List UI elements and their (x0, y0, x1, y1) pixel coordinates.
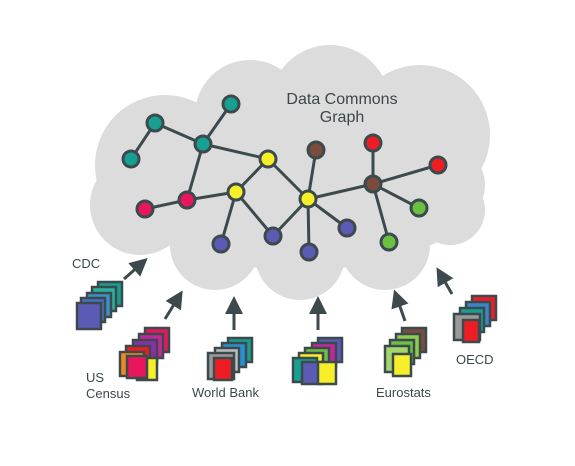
oecd-stack-icon (452, 294, 498, 344)
graph-edge (371, 182, 391, 244)
graph-title-line2: Graph (320, 109, 364, 126)
graph-node-purple (337, 218, 357, 238)
eurostats-stack-icon (383, 326, 428, 378)
source-arrows (123, 258, 454, 330)
graph-node-teal (193, 134, 213, 154)
graph-node-purple (211, 234, 231, 254)
graph-node-brown (306, 140, 326, 160)
graph-node-teal (221, 94, 241, 114)
source-label-us-census-1: US (86, 370, 104, 385)
source-label-eurostats: Eurostats (376, 385, 431, 400)
arrow-icon (123, 258, 148, 281)
graph-node-purple (299, 242, 319, 262)
arrow-icon (391, 289, 409, 322)
cdc-stack-icon (75, 280, 124, 331)
graph-node-red (363, 133, 383, 153)
graph-node-yellow (226, 182, 246, 202)
graph-nodes (121, 94, 448, 262)
graph-edge (306, 182, 375, 201)
graph-node-brown (363, 174, 383, 194)
dataset-stack-icon (291, 336, 344, 386)
graph-edge (371, 163, 440, 186)
graph-node-purple (263, 226, 283, 246)
graph-node-yellow (258, 149, 278, 169)
source-label-oecd: OECD (456, 352, 494, 367)
graph-edge (185, 142, 205, 202)
source-label-cdc: CDC (72, 256, 100, 271)
us-census-stack-icon (118, 326, 171, 382)
graph-edge (234, 190, 275, 238)
graph-node-green (379, 232, 399, 252)
graph-title-line1: Data Commons (286, 91, 397, 108)
source-label-world-bank: World Bank (192, 385, 259, 400)
arrow-icon (163, 290, 183, 320)
graph-node-teal (121, 149, 141, 169)
world-bank-stack-icon (206, 336, 254, 382)
arrow-icon (436, 267, 454, 295)
graph-node-teal (145, 113, 165, 133)
graph-edge (201, 142, 270, 161)
graph-node-magenta (177, 190, 197, 210)
graph-node-green (409, 198, 429, 218)
cloud-shape (90, 45, 490, 300)
graph-node-yellow (298, 189, 318, 209)
graph-node-red (428, 155, 448, 175)
source-label-us-census-2: Census (86, 386, 131, 401)
graph-node-magenta (135, 199, 155, 219)
